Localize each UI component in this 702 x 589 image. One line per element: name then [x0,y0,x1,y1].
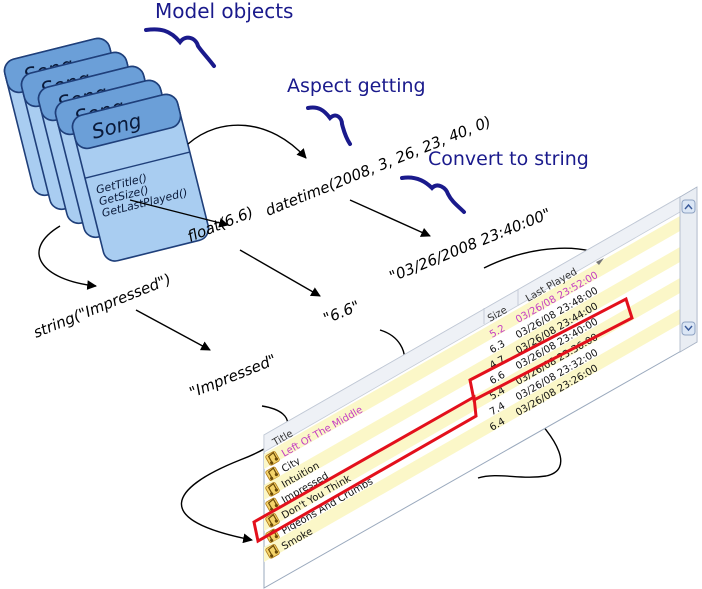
aspect-title-value: string("Impressed") [31,270,174,342]
brace-aspect-getting [306,105,352,146]
arrow-card-to-date [187,124,307,159]
list-scrollbar[interactable] [679,186,698,353]
heading-aspect-getting: Aspect getting [287,75,426,97]
brace-model-objects [144,27,216,68]
song-card-divider [84,151,190,179]
brace-convert-to-string [400,175,466,214]
sort-arrow-icon [596,258,604,265]
list-row-stripe [264,247,680,500]
arrow-string-to-title-string [135,309,211,351]
list-row-stripe [264,278,680,531]
music-note-icon [265,544,280,559]
arrow-list-size-return [477,403,562,479]
list-row-stripe [264,216,680,469]
arrow-title-string-to-list [180,405,289,544]
music-note-icon [265,482,280,497]
song-card-header [71,93,182,150]
heading-model-objects: Model objects [155,0,293,23]
string-title-value: "Impressed" [187,351,279,402]
song-card-stack: SongSongSongSongSongGetTitle()GetSize()G… [3,37,210,262]
heading-convert-to-string: Convert to string [428,148,589,170]
list-row-stripe [264,309,680,562]
string-date-value: "03/26/2008 23:40:00" [387,204,554,285]
scroll-up-icon[interactable] [681,199,696,214]
music-note-icon [265,513,280,528]
arrow-float-to-size-string [239,249,321,297]
music-note-icon [265,451,280,466]
scroll-down-icon[interactable] [681,321,696,336]
music-note-icon [265,466,280,482]
arrow-card-to-title [38,225,97,290]
selection-box-title-row [252,394,478,544]
arrow-card-to-size [129,199,229,228]
string-size-value: "6.6" [321,297,363,328]
arrow-datetime-to-date-string [349,199,431,237]
selection-box-date-row [468,296,634,403]
